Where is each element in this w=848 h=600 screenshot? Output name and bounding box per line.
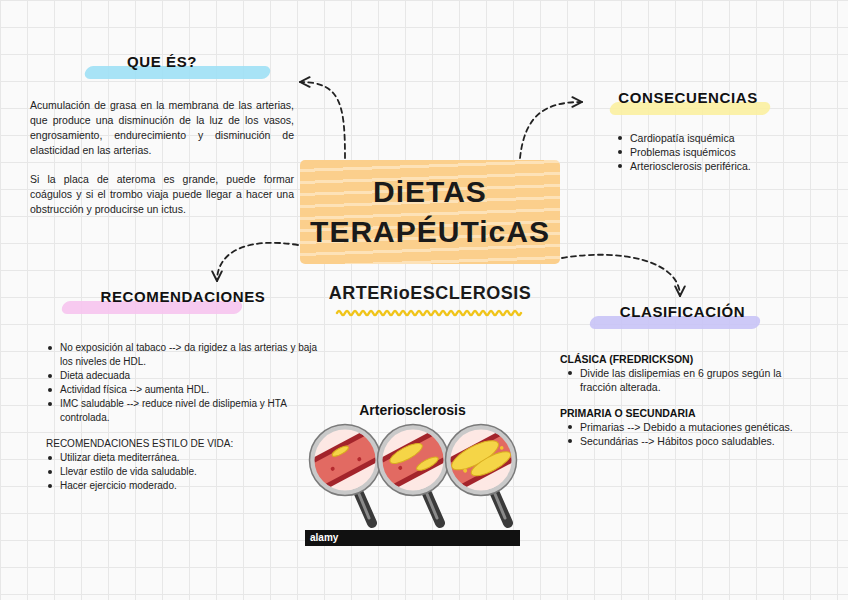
bullet-item: Primarias --> Debido a mutaciones genéti…: [568, 420, 805, 434]
magnifier-handle: [425, 489, 440, 523]
bullet-text: Arteriosclerosis periférica.: [630, 159, 788, 173]
bullet-text: Cardiopatía isquémica: [630, 131, 788, 145]
blood-cell: [330, 466, 335, 471]
section-heading: RECOMENDACIONES: [42, 285, 324, 313]
bullet-dot: [618, 136, 622, 140]
plaque-fragment: [499, 445, 504, 450]
bullet-item: Problemas isquémicos: [618, 145, 788, 159]
heading-text: CONSECUENCIAS: [618, 89, 757, 106]
bullet-item: IMC saludable --> reduce nivel de dislip…: [48, 397, 324, 425]
bullet-text: Divide las dislipemias en 6 grupos según…: [580, 366, 805, 394]
magnifier-handle: [493, 489, 508, 523]
bullet-text: Hacer ejercicio moderado.: [60, 479, 324, 493]
section-heading: CONSECUENCIAS: [588, 86, 788, 114]
central-topic: DiETAS TERAPÉUTicAS ARTERioESCLEROSIS: [300, 160, 560, 318]
bullet-dot: [568, 439, 572, 443]
plaque: [331, 444, 350, 458]
title-text: DiETAS TERAPÉUTicAS: [306, 172, 554, 252]
bullet-item: Arteriosclerosis periférica.: [618, 159, 788, 173]
topic-section: CONSECUENCIAS Cardiopatía isquémicaProble…: [588, 86, 788, 173]
wave-line: [337, 311, 521, 315]
bold-subheading: CLÁSICA (FREDRICKSON): [560, 352, 805, 366]
bullet-dot: [48, 484, 52, 488]
bullet-text: IMC saludable --> reduce nivel de dislip…: [60, 397, 324, 425]
section-heading: CLASIFICACIÓN: [560, 300, 805, 328]
bullet-dot: [568, 371, 572, 375]
plaque: [387, 440, 424, 467]
bullet-item: Secundárias --> Hábitos poco saludables.: [568, 434, 805, 448]
bullet-dot: [568, 425, 572, 429]
bullet-item: No exposición al tabaco --> da rigidez a…: [48, 341, 324, 369]
heading-text: RECOMENDACIONES: [101, 288, 266, 305]
body-text: Acumulación de grasa en la membrana de l…: [30, 98, 294, 158]
dashed-connector: [300, 82, 345, 158]
bold-subheading: PRIMARIA O SECUNDARIA: [560, 406, 805, 420]
bullet-item: Cardiopatía isquémica: [618, 131, 788, 145]
bullet-dot: [48, 346, 52, 350]
lens-rim-outline: [446, 425, 517, 496]
heading-text: CLASIFICACIÓN: [620, 303, 745, 320]
topic-section: CLASIFICACIÓN CLÁSICA (FREDRICKSON)Divide…: [560, 300, 805, 448]
lens-rim: [380, 427, 446, 493]
bullet-text: Utilizar dieta mediterránea.: [60, 451, 324, 465]
bullet-item: Dieta adecuada: [48, 369, 324, 383]
section-heading: QUE ÉS?: [30, 50, 294, 78]
bullet-item: Utilizar dieta mediterránea.: [48, 451, 324, 465]
lens-rim: [448, 427, 514, 493]
bullet-text: No exposición al tabaco --> da rigidez a…: [60, 341, 324, 369]
heading-text: QUE ÉS?: [127, 53, 197, 70]
handle-shine: [495, 494, 505, 518]
bullet-text: Problemas isquémicos: [630, 145, 788, 159]
bullet-dot: [48, 470, 52, 474]
body-text: Si la placa de ateroma es grande, puede …: [30, 172, 294, 217]
subheading: RECOMENDACIONES ESTILO DE VIDA:: [46, 437, 324, 451]
plaque: [468, 447, 513, 480]
handle-shine: [427, 494, 437, 518]
artery-view: [429, 422, 533, 499]
lens-rim: [312, 427, 378, 493]
handle-shine: [359, 494, 369, 518]
bullet-item: Divide las dislipemias en 6 grupos según…: [568, 366, 805, 394]
dashed-connector: [217, 243, 298, 281]
plaque: [415, 454, 440, 472]
lens-rim-outline: [310, 425, 381, 496]
bullet-item: Actividad física --> aumenta HDL.: [48, 383, 324, 397]
lens-rim-outline: [378, 425, 449, 496]
bullet-text: Actividad física --> aumenta HDL.: [60, 383, 324, 397]
bullet-text: Primarias --> Debido a mutaciones genéti…: [580, 420, 805, 434]
magnifier-handle: [357, 489, 372, 523]
wavy-underline: [335, 308, 525, 318]
magnifier: [429, 422, 533, 523]
bullet-text: Secundárias --> Hábitos poco saludables.: [580, 434, 805, 448]
watermark: alamy: [310, 531, 390, 545]
bullet-item: Hacer ejercicio moderado.: [48, 479, 324, 493]
bullet-dot: [48, 456, 52, 460]
subtitle-text: ARTERioESCLEROSIS: [300, 282, 560, 304]
bullet-dot: [48, 388, 52, 392]
bullet-dot: [48, 374, 52, 378]
topic-section: QUE ÉS? Acumulación de grasa en la membra…: [30, 50, 294, 231]
bullet-text: Llevar estilo de vida saludable.: [60, 465, 324, 479]
title-band: DiETAS TERAPÉUTicAS: [300, 160, 560, 264]
artery-wall: [429, 422, 533, 499]
blood-cell: [357, 456, 362, 461]
bullet-dot: [618, 164, 622, 168]
illustration-title: Arteriosclerosis: [305, 401, 520, 419]
topic-section: RECOMENDACIONES No exposición al tabaco -…: [42, 285, 324, 493]
watermark-bar: [305, 530, 520, 546]
bullet-dot: [618, 150, 622, 154]
dashed-connector: [562, 255, 680, 296]
plaque-fragment: [462, 468, 467, 473]
blood-cell: [398, 465, 403, 470]
bullet-item: Llevar estilo de vida saludable.: [48, 465, 324, 479]
bullet-dot: [48, 402, 52, 406]
dashed-connector: [520, 102, 582, 158]
bullet-text: Dieta adecuada: [60, 369, 324, 383]
